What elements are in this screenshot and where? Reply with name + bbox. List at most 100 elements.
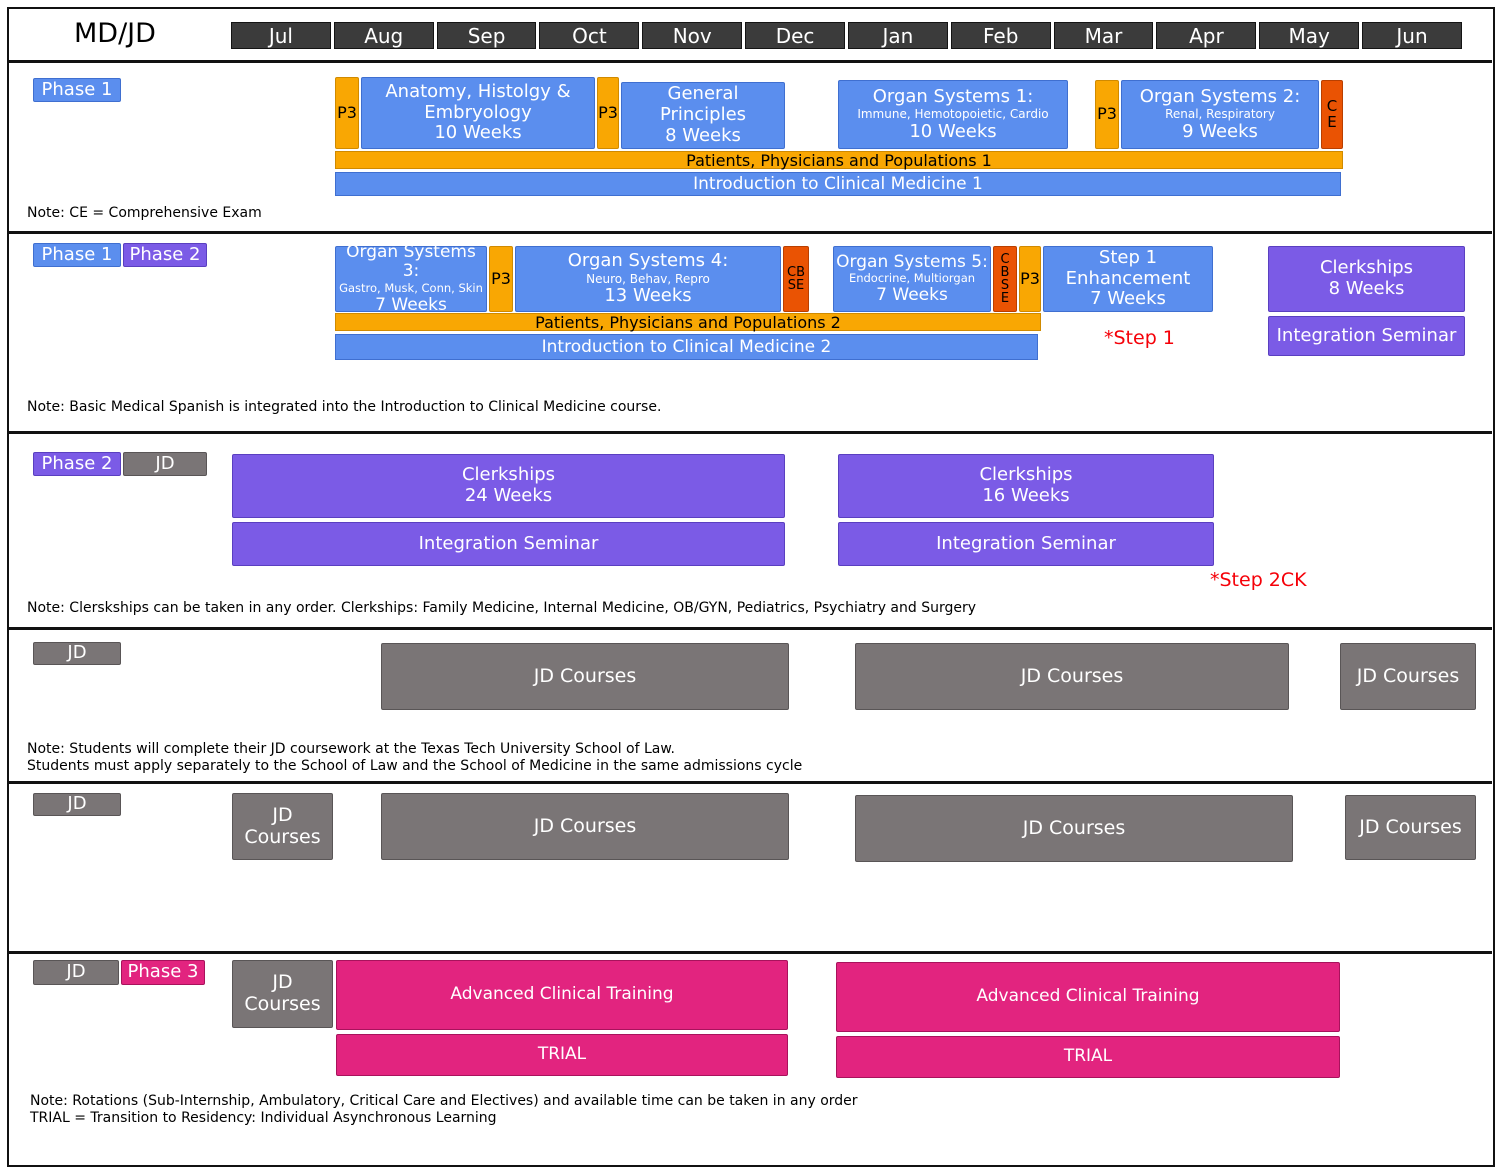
course-subtitle: Immune, Hemotopoietic, Cardio: [857, 107, 1049, 122]
phase1-label: Phase 1: [33, 78, 121, 102]
jd-label: JD: [33, 642, 121, 665]
p3-block: P3: [489, 246, 513, 312]
course-title: Clerkships: [461, 464, 556, 486]
jd-label: JD: [33, 793, 121, 816]
section4-note-line1: Note: Students will complete their JD co…: [27, 741, 675, 757]
course-weeks: 8 Weeks: [665, 124, 741, 146]
course-title: Organ Systems 5:: [836, 251, 988, 272]
month-cell-feb: Feb: [950, 22, 1051, 49]
section-divider: [8, 60, 1492, 63]
integration-seminar-block: Integration Seminar: [1268, 316, 1465, 356]
step2ck-annotation: *Step 2CK: [1210, 569, 1307, 591]
icm2-bar: Introduction to Clinical Medicine 2: [335, 334, 1038, 360]
course-weeks: 7 Weeks: [375, 294, 447, 315]
course-title: Anatomy, Histolgy &: [385, 80, 571, 102]
clerkships-24wk-block: Clerkships 24 Weeks: [232, 454, 785, 518]
jd-courses-block: JD Courses: [1345, 795, 1476, 860]
month-cell-mar: Mar: [1053, 22, 1154, 49]
section4-note-line2: Students must apply separately to the Sc…: [27, 758, 803, 774]
month-cell-jul: Jul: [231, 22, 331, 49]
month-cell-may: May: [1259, 22, 1360, 49]
comprehensive-exam-block: CE: [1321, 80, 1343, 149]
month-cell-oct: Oct: [539, 22, 640, 49]
ppp1-bar: Patients, Physicians and Populations 1: [335, 151, 1343, 170]
course-title: Step 1: [1098, 246, 1158, 268]
course-weeks: 10 Weeks: [434, 122, 522, 144]
course-weeks: 16 Weeks: [982, 485, 1070, 506]
section6-note-line2: TRIAL = Transition to Residency: Individ…: [30, 1110, 497, 1126]
course-subtitle: Renal, Respiratory: [1165, 107, 1275, 122]
section-divider: [8, 231, 1492, 234]
p3-block: P3: [597, 77, 619, 149]
section6-note-line1: Note: Rotations (Sub-Internship, Ambulat…: [30, 1093, 858, 1109]
jd-courses-block: JD Courses: [1340, 643, 1476, 710]
course-step1-enhancement: Step 1 Enhancement 7 Weeks: [1043, 246, 1213, 312]
course-organ-systems-4: Organ Systems 4: Neuro, Behav, Repro 13 …: [515, 246, 781, 312]
month-cell-sep: Sep: [436, 22, 537, 49]
p3-block: P3: [335, 77, 359, 149]
jd-courses-block: JD Courses: [855, 643, 1289, 710]
outer-border: [7, 7, 1495, 1167]
jd-label: JD: [33, 960, 119, 985]
advanced-clinical-training-block: Advanced Clinical Training: [836, 962, 1340, 1032]
course-organ-systems-3: Organ Systems 3: Gastro, Musk, Conn, Ski…: [335, 241, 487, 314]
section2-note: Note: Basic Medical Spanish is integrate…: [27, 399, 662, 415]
month-cell-nov: Nov: [642, 22, 743, 49]
course-anatomy: Anatomy, Histolgy & Embryology 10 Weeks: [361, 77, 595, 149]
phase3-label: Phase 3: [121, 960, 205, 985]
course-title: Organ Systems 2:: [1139, 85, 1301, 107]
ppp2-bar: Patients, Physicians and Populations 2: [335, 313, 1041, 332]
phase2-label: Phase 2: [33, 452, 121, 476]
jd-label: JD: [123, 452, 207, 476]
course-title: Clerkships: [979, 464, 1073, 486]
course-subtitle: Gastro, Musk, Conn, Skin: [339, 280, 483, 295]
course-weeks: 24 Weeks: [464, 485, 553, 506]
section1-note: Note: CE = Comprehensive Exam: [27, 205, 262, 221]
course-title: General Principles: [659, 83, 747, 126]
month-cell-jan: Jan: [847, 22, 948, 49]
jd-courses-block: JD Courses: [232, 960, 333, 1028]
cbse-block: CBSE: [783, 246, 809, 312]
jd-courses-block: JD Courses: [855, 795, 1293, 862]
page-title: MD/JD: [74, 18, 156, 49]
course-title-line2: Embryology: [424, 101, 532, 123]
integration-seminar-block: Integration Seminar: [838, 522, 1214, 566]
course-general-principles: General Principles 8 Weeks: [621, 82, 785, 149]
jd-courses-block: JD Courses: [232, 793, 333, 860]
course-weeks: 9 Weeks: [1182, 120, 1258, 142]
clerkships-16wk-block: Clerkships 16 Weeks: [838, 454, 1214, 518]
course-title-line2: Enhancement: [1065, 267, 1191, 289]
course-weeks: 13 Weeks: [604, 285, 692, 307]
course-weeks: 10 Weeks: [909, 120, 997, 142]
month-cell-apr: Apr: [1156, 22, 1257, 49]
course-weeks: 8 Weeks: [1328, 278, 1405, 299]
course-organ-systems-5: Organ Systems 5: Endocrine, Multiorgan 7…: [833, 246, 991, 312]
trial-block: TRIAL: [836, 1036, 1340, 1078]
icm1-bar: Introduction to Clinical Medicine 1: [335, 172, 1341, 196]
section-divider: [8, 951, 1492, 954]
course-title: Organ Systems 3:: [346, 241, 476, 282]
month-header-row: Jul Aug Sep Oct Nov Dec Jan Feb Mar Apr …: [231, 22, 1462, 49]
section-divider: [8, 627, 1492, 630]
advanced-clinical-training-block: Advanced Clinical Training: [336, 960, 788, 1030]
course-title: Clerkships: [1319, 257, 1414, 279]
trial-block: TRIAL: [336, 1034, 788, 1076]
p3-block: P3: [1019, 246, 1041, 312]
month-cell-jun: Jun: [1362, 22, 1462, 49]
jd-courses-block: JD Courses: [381, 793, 789, 860]
course-subtitle: Endocrine, Multiorgan: [848, 271, 976, 286]
section-divider: [8, 431, 1492, 434]
integration-seminar-block: Integration Seminar: [232, 522, 785, 566]
month-cell-dec: Dec: [745, 22, 845, 49]
course-subtitle: Neuro, Behav, Repro: [586, 271, 710, 286]
phase1-label: Phase 1: [33, 243, 121, 267]
section-divider: [8, 781, 1492, 784]
course-organ-systems-1: Organ Systems 1: Immune, Hemotopoietic, …: [838, 80, 1068, 149]
course-title: Organ Systems 1:: [872, 85, 1034, 107]
course-title: Organ Systems 4:: [567, 250, 729, 272]
course-organ-systems-2: Organ Systems 2: Renal, Respiratory 9 We…: [1121, 80, 1319, 149]
course-weeks: 7 Weeks: [876, 284, 948, 305]
jd-courses-block: JD Courses: [381, 643, 789, 710]
phase2-label: Phase 2: [123, 243, 207, 267]
month-cell-aug: Aug: [333, 22, 434, 49]
